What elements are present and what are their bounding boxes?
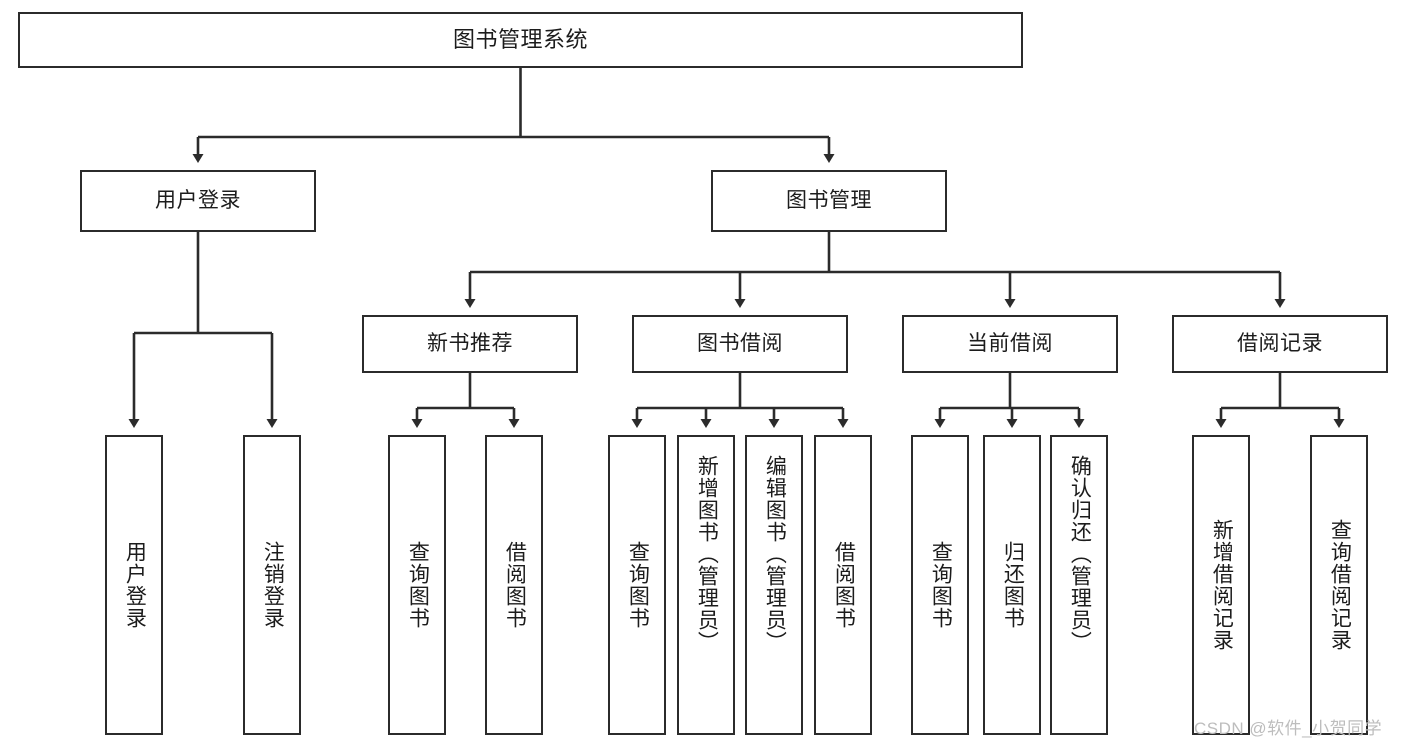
leaf-query-book-recommend[interactable]: 查询图书 (388, 435, 446, 735)
leaf-query-borrow-record[interactable]: 查询借阅记录 (1310, 435, 1368, 735)
node-current-borrow[interactable]: 当前借阅 (902, 315, 1118, 373)
leaf-user-login-label: 用户登录 (123, 541, 147, 629)
node-user-login[interactable]: 用户登录 (80, 170, 316, 232)
leaf-return-book[interactable]: 归还图书 (983, 435, 1041, 735)
leaf-query-book-current-label: 查询图书 (929, 541, 953, 629)
node-current-borrow-label: 当前借阅 (967, 331, 1053, 355)
node-book-management-label: 图书管理 (786, 188, 872, 212)
leaf-query-book-borrow-label: 查询图书 (626, 541, 650, 629)
node-new-book-recommend[interactable]: 新书推荐 (362, 315, 578, 373)
node-borrow-record-label: 借阅记录 (1237, 331, 1323, 355)
leaf-add-book-admin[interactable]: 新增图书（管理员） (677, 435, 735, 735)
leaf-borrow-book-recommend-label: 借阅图书 (503, 541, 527, 629)
leaf-logout-label: 注销登录 (261, 541, 285, 629)
node-book-borrow-label: 图书借阅 (697, 331, 783, 355)
node-new-book-recommend-label: 新书推荐 (427, 331, 513, 355)
leaf-query-borrow-record-label: 查询借阅记录 (1328, 519, 1352, 651)
node-root-system-label: 图书管理系统 (452, 27, 588, 53)
leaf-borrow-book-label: 借阅图书 (832, 541, 856, 629)
node-book-management[interactable]: 图书管理 (711, 170, 947, 232)
leaf-borrow-book-recommend[interactable]: 借阅图书 (485, 435, 543, 735)
leaf-return-book-label: 归还图书 (1001, 541, 1025, 629)
leaf-borrow-book[interactable]: 借阅图书 (814, 435, 872, 735)
node-user-login-label: 用户登录 (155, 188, 241, 212)
leaf-user-login[interactable]: 用户登录 (105, 435, 163, 735)
leaf-edit-book-admin[interactable]: 编辑图书（管理员） (745, 435, 803, 735)
leaf-query-book-borrow[interactable]: 查询图书 (608, 435, 666, 735)
leaf-query-book-current[interactable]: 查询图书 (911, 435, 969, 735)
leaf-confirm-return-admin[interactable]: 确认归还（管理员） (1050, 435, 1108, 735)
node-book-borrow[interactable]: 图书借阅 (632, 315, 848, 373)
leaf-add-book-admin-label: 新增图书（管理员） (695, 455, 719, 653)
leaf-confirm-return-admin-label: 确认归还（管理员） (1068, 455, 1092, 653)
leaf-add-borrow-record-label: 新增借阅记录 (1210, 519, 1234, 651)
leaf-logout[interactable]: 注销登录 (243, 435, 301, 735)
leaf-edit-book-admin-label: 编辑图书（管理员） (763, 455, 787, 653)
node-root-system[interactable]: 图书管理系统 (18, 12, 1023, 68)
csdn-watermark: CSDN @软件_小贺同学 (1194, 719, 1383, 738)
leaf-query-book-recommend-label: 查询图书 (406, 541, 430, 629)
node-borrow-record[interactable]: 借阅记录 (1172, 315, 1388, 373)
leaf-add-borrow-record[interactable]: 新增借阅记录 (1192, 435, 1250, 735)
